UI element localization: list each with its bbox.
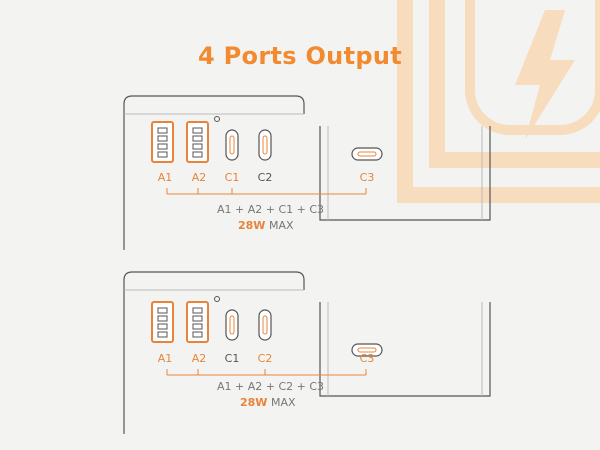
port-label-c3: C3 [359, 352, 375, 365]
port-label-a2: A2 [191, 171, 207, 184]
power-value: 28W [240, 396, 268, 409]
led-indicator-icon [214, 296, 220, 302]
power-suffix: MAX [270, 396, 296, 409]
usb-c-port-icon [225, 129, 239, 161]
max-power: 28W MAX [240, 396, 296, 409]
max-power: 28W MAX [238, 219, 294, 232]
power-value: 28W [238, 219, 266, 232]
port-formula: A1 + A2 + C2 + C3 [217, 380, 325, 393]
port-label-c3: C3 [359, 171, 375, 184]
usb-c-port-icon [225, 309, 239, 341]
usb-a-port-icon [151, 301, 174, 343]
port-label-a2: A2 [191, 352, 207, 365]
usb-a-port-icon [186, 121, 209, 163]
usb-a-port-icon [151, 121, 174, 163]
power-suffix: MAX [268, 219, 294, 232]
port-label-a1: A1 [157, 352, 173, 365]
usb-c-port-icon [258, 129, 272, 161]
port-label-c1: C1 [224, 171, 240, 184]
usb-c-port-icon [351, 147, 383, 161]
usb-c-port-icon [351, 343, 383, 357]
usb-c-port-icon [258, 309, 272, 341]
port-label-a1: A1 [157, 171, 173, 184]
usb-a-port-icon [186, 301, 209, 343]
port-formula: A1 + A2 + C1 + C3 [217, 203, 325, 216]
charger-illustration-1 [123, 95, 491, 250]
port-label-c2: C2 [257, 171, 273, 184]
port-panel-1: A1 A2 C1 C2 C3 A1 + A2 + C1 + C3 28W MAX [0, 90, 600, 262]
charger-illustration-2 [123, 271, 491, 434]
port-label-c1: C1 [224, 352, 240, 365]
port-label-c2: C2 [257, 352, 273, 365]
page-title: 4 Ports Output [198, 42, 402, 70]
led-indicator-icon [214, 116, 220, 122]
port-panel-2: A1 A2 C1 C2 C3 A1 + A2 + C2 + C3 28W MAX [0, 266, 600, 438]
